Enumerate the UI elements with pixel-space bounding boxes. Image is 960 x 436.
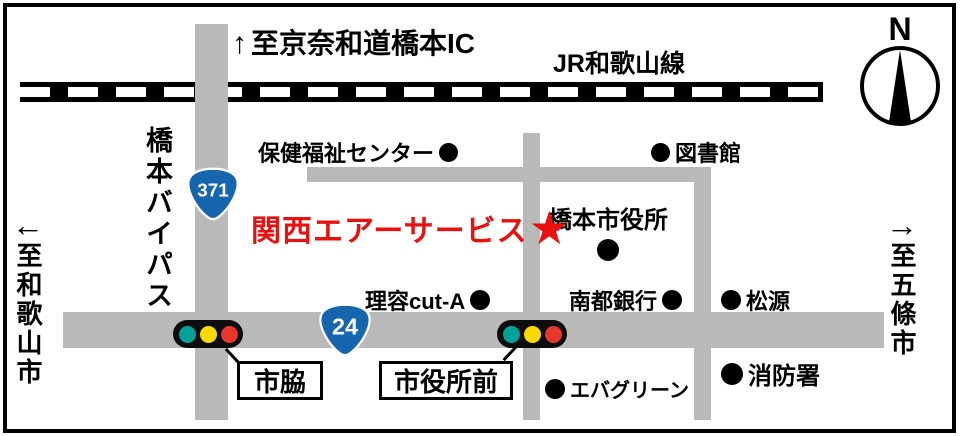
direction-west-text: 至和歌山市 bbox=[13, 242, 43, 387]
traffic-light-shiyakushomae bbox=[497, 320, 567, 348]
poi-fire-station: 消防署 bbox=[721, 356, 820, 391]
route-shield-shape bbox=[187, 167, 239, 221]
poi-matsugen: 松源 bbox=[721, 284, 790, 316]
direction-east-text: 至五條市 bbox=[887, 242, 917, 358]
callout-line bbox=[502, 345, 517, 362]
road-east bbox=[694, 167, 711, 420]
railway-line bbox=[20, 82, 823, 102]
road-middle bbox=[307, 167, 711, 182]
poi-nanto-bank: 南都銀行 bbox=[569, 284, 683, 316]
intersection-label: 市脇 bbox=[253, 367, 306, 397]
up-arrow-icon: ↑ bbox=[232, 27, 247, 60]
poi-label: 消防署 bbox=[748, 363, 820, 390]
destination-name: 関西エアーサービス bbox=[251, 215, 528, 248]
compass-n-label: N bbox=[888, 12, 911, 47]
green-lamp-icon bbox=[502, 325, 520, 343]
poi-label: 理容cut-A bbox=[365, 289, 466, 314]
destination-title: 関西エアーサービス ★ bbox=[251, 202, 570, 254]
right-arrow-icon: → bbox=[886, 207, 918, 243]
poi-label: エバグリーン bbox=[570, 380, 689, 402]
location-dot-icon bbox=[651, 142, 670, 162]
compass-north: N bbox=[860, 12, 940, 126]
intersection-label: 市役所前 bbox=[393, 367, 498, 397]
left-arrow-icon: ← bbox=[12, 207, 44, 243]
route-shield-24: 24 bbox=[319, 303, 371, 357]
poi-evergreen: エバグリーン bbox=[545, 374, 689, 403]
intersection-ichiwaki: 市脇 bbox=[237, 361, 323, 400]
road-cityhall-west bbox=[523, 133, 540, 420]
intersection-shiyakushomae: 市役所前 bbox=[379, 361, 513, 400]
location-dot-icon bbox=[721, 290, 741, 310]
red-lamp-icon bbox=[544, 325, 562, 343]
compass-needle-icon bbox=[889, 50, 911, 122]
poi-label: 松源 bbox=[746, 289, 791, 314]
railway-label: JR和歌山線 bbox=[553, 50, 685, 78]
direction-east-label: → 至五條市 bbox=[886, 207, 918, 358]
direction-north-label: ↑至京奈和道橋本IC bbox=[232, 22, 475, 62]
location-dot-icon bbox=[721, 362, 743, 385]
road-hashimoto-bypass bbox=[195, 24, 228, 420]
poi-barber-cut-a: 理容cut-A bbox=[365, 284, 491, 316]
location-dot-icon bbox=[597, 239, 619, 261]
yellow-lamp-icon bbox=[523, 325, 541, 343]
route-number: 24 bbox=[332, 314, 358, 340]
destination-star-icon: ★ bbox=[528, 202, 570, 254]
route-shield-shape bbox=[319, 303, 371, 357]
yellow-lamp-icon bbox=[199, 325, 217, 343]
poi-health-welfare-center: 保健福祉センター bbox=[258, 136, 459, 168]
poi-label: 橋本市役所 bbox=[548, 207, 668, 234]
green-lamp-icon bbox=[178, 325, 196, 343]
location-dot-icon bbox=[545, 378, 565, 399]
railway-dashes bbox=[20, 87, 823, 97]
poi-city-hall: 橋本市役所 bbox=[548, 200, 668, 261]
route-number: 371 bbox=[197, 181, 229, 202]
poi-label: 保健福祉センター bbox=[258, 141, 435, 166]
poi-label: 南都銀行 bbox=[569, 289, 658, 314]
traffic-light-ichiwaki bbox=[173, 320, 243, 348]
poi-label: 図書館 bbox=[675, 141, 742, 166]
compass-circle bbox=[860, 46, 940, 126]
direction-north-text: 至京奈和道橋本IC bbox=[251, 28, 476, 59]
location-dot-icon bbox=[439, 142, 459, 162]
red-lamp-icon bbox=[220, 325, 238, 343]
poi-library: 図書館 bbox=[651, 136, 741, 168]
bypass-label: 橋本バイパス bbox=[142, 126, 172, 312]
route-shield-371: 371 bbox=[187, 167, 239, 221]
direction-west-label: ← 至和歌山市 bbox=[12, 207, 44, 387]
location-dot-icon bbox=[662, 290, 683, 310]
location-dot-icon bbox=[470, 290, 491, 310]
